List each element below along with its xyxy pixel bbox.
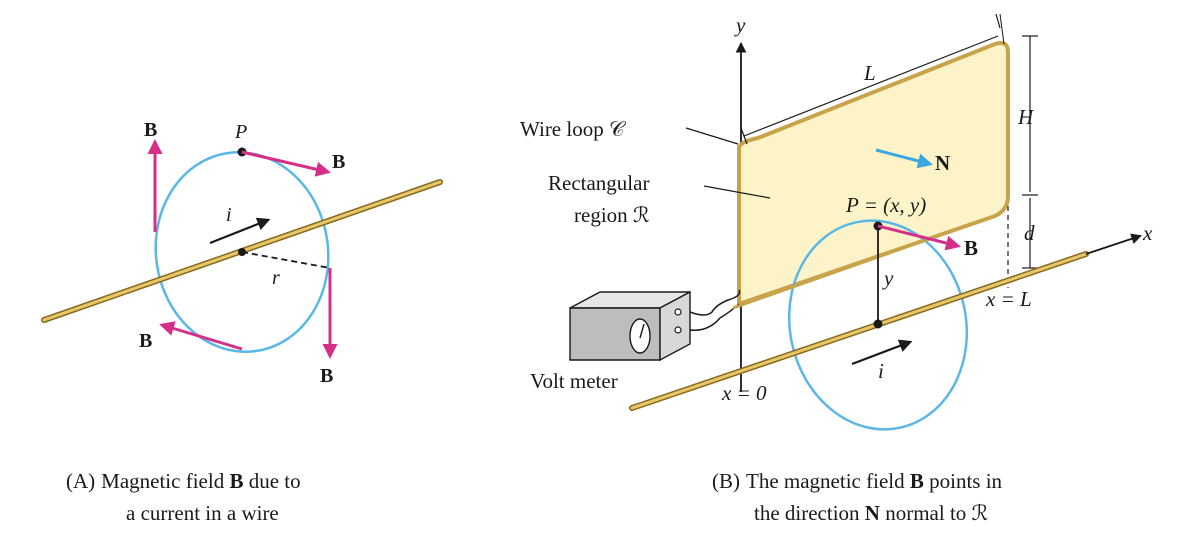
wire-center-dot xyxy=(238,248,246,256)
caption-a-tag: (A) xyxy=(66,469,95,493)
radius-line xyxy=(241,251,331,269)
label-b-b: B xyxy=(964,236,978,260)
label-x-eq-0: x = 0 xyxy=(721,381,767,405)
caption-a-line1-bold: B xyxy=(229,469,243,493)
meter-needle xyxy=(639,323,645,339)
caption-a-line1-post: due to xyxy=(243,469,300,493)
b-arrow-b xyxy=(877,224,961,251)
n-arrow xyxy=(875,148,933,169)
terminal-lower xyxy=(674,326,682,334)
caption-b-line2-bold: N xyxy=(865,501,880,525)
label-y-distance: y xyxy=(882,266,894,290)
panel-b: y x L H d Wire loop 𝒞 Rectangular region… xyxy=(520,13,1153,431)
svg-text:(B)The magnetic field B points: (B)The magnetic field B points in xyxy=(712,469,1003,493)
label-rect-region-1: Rectangular xyxy=(548,171,649,195)
caption-b-line2-pre: the direction xyxy=(754,501,865,525)
label-i-b: i xyxy=(878,359,884,383)
lead-upper xyxy=(689,289,741,316)
dim-l-guide xyxy=(999,13,1005,45)
volt-meter xyxy=(569,290,691,362)
caption-a-line2: a current in a wire xyxy=(126,501,279,525)
label-b-bottom-left: B xyxy=(139,330,152,352)
caption-b-tag: (B) xyxy=(712,469,740,493)
caption-b-line1-bold: B xyxy=(910,469,924,493)
caption-b-line1-post: points in xyxy=(924,469,1003,493)
panel-a: B B B B P i r xyxy=(41,119,443,387)
current-arrow-a xyxy=(209,217,271,245)
loop-bottom-wire xyxy=(732,212,1001,310)
label-b-top-right: B xyxy=(332,151,345,173)
dim-l-tick-right xyxy=(995,13,1001,29)
b-arrow-top-right xyxy=(241,150,331,177)
label-l: L xyxy=(863,61,876,85)
label-n: N xyxy=(935,151,950,175)
label-wire-loop: Wire loop 𝒞 xyxy=(520,117,626,141)
label-i-a: i xyxy=(226,204,232,226)
field-loop-a xyxy=(154,151,330,353)
label-d: d xyxy=(1024,221,1035,245)
x-axis xyxy=(1085,233,1143,255)
label-volt-meter: Volt meter xyxy=(530,369,618,393)
pointer-rect-region xyxy=(703,185,771,199)
label-b-bottom-right: B xyxy=(320,365,333,387)
label-p-b: P = (x, y) xyxy=(845,193,926,217)
label-h: H xyxy=(1017,105,1035,129)
caption-b-line2-post: normal to ℛ xyxy=(880,501,989,525)
label-x-axis: x xyxy=(1142,221,1153,245)
label-b-top-left: B xyxy=(144,119,157,141)
svg-text:(A)Magnetic field B due to: (A)Magnetic field B due to xyxy=(66,469,301,493)
caption-b: (B)The magnetic field B points in the di… xyxy=(712,469,1003,525)
dim-l-tick-left xyxy=(740,127,748,145)
current-arrow-b xyxy=(851,339,913,366)
caption-a-line1-pre: Magnetic field xyxy=(101,469,229,493)
b-arrow-bottom-left xyxy=(159,321,243,351)
label-y-axis: y xyxy=(734,13,746,37)
label-rect-region-2: region ℛ xyxy=(574,203,650,227)
terminal-upper xyxy=(674,308,682,316)
pointer-wire-loop xyxy=(685,127,739,145)
label-x-eq-l: x = L xyxy=(985,287,1032,311)
wire-dot-b xyxy=(873,319,883,329)
field-loop-b xyxy=(787,219,969,431)
wire-b-highlight xyxy=(630,252,1088,410)
caption-b-line1-pre: The magnetic field xyxy=(746,469,910,493)
svg-text:the direction N normal to ℛ: the direction N normal to ℛ xyxy=(754,501,989,525)
label-r: r xyxy=(272,267,280,289)
label-p-a: P xyxy=(234,121,247,143)
dim-l-line xyxy=(743,35,999,137)
caption-a: (A)Magnetic field B due to a current in … xyxy=(66,469,301,525)
